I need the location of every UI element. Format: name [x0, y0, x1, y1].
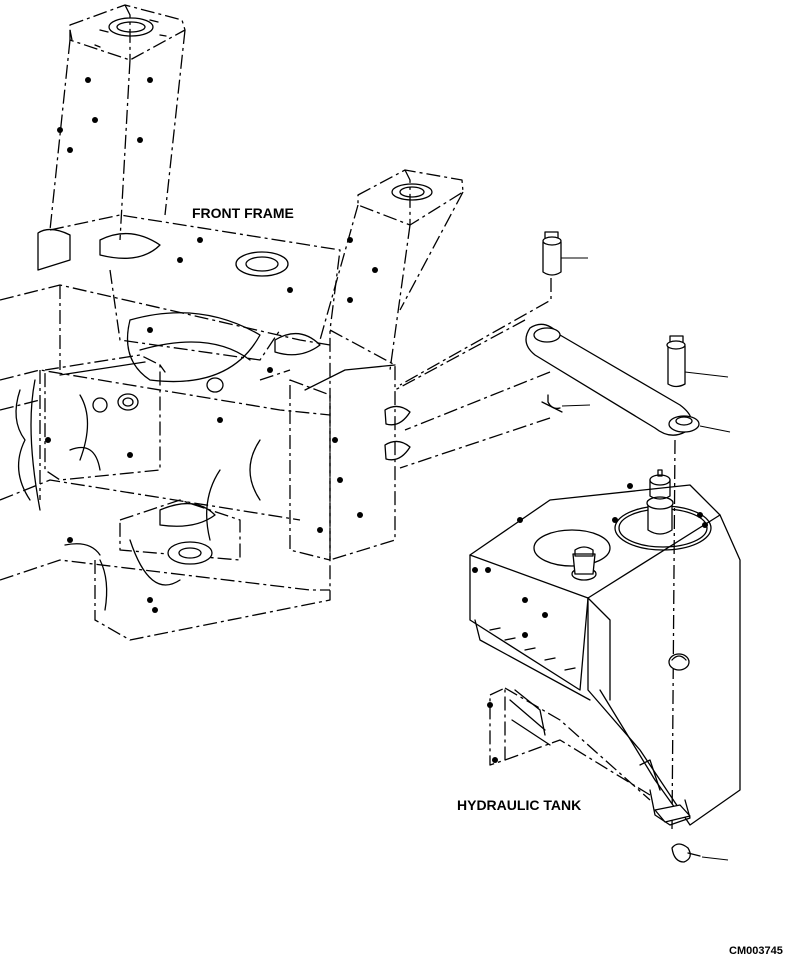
front-frame-drawing — [0, 4, 464, 641]
hydraulic-tank-drawing — [469, 469, 741, 863]
drawing-code-label: CM003745 — [729, 945, 783, 957]
pin-link-drawing — [394, 231, 731, 831]
front-frame-label: FRONT FRAME — [192, 205, 294, 221]
hydraulic-tank-label: HYDRAULIC TANK — [457, 797, 582, 813]
